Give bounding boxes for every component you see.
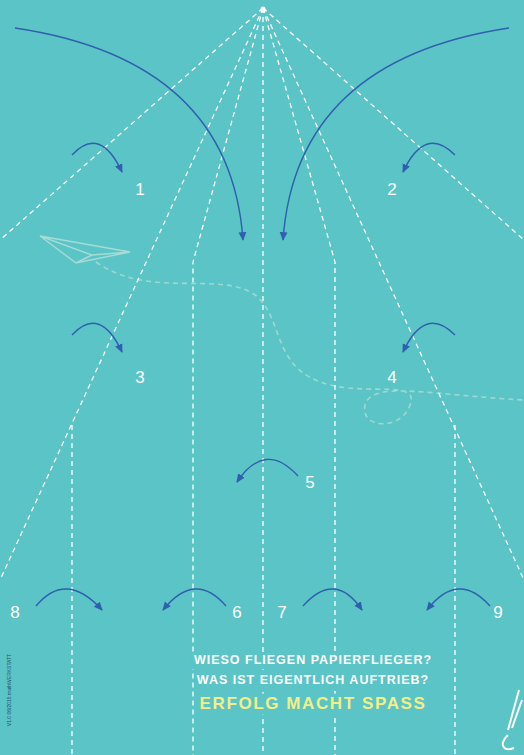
callout-number: 2: [387, 181, 396, 200]
version-note: V1.0 06/2015 mathWERKSTATT: [7, 654, 13, 726]
apex-dot: [261, 7, 266, 12]
flight-trail: [96, 262, 524, 424]
callout-number: 8: [10, 604, 19, 623]
callout-number: 5: [305, 474, 314, 493]
callout-number: 7: [277, 604, 286, 623]
paper-plane: [40, 236, 130, 263]
fold-lines: [0, 8, 524, 755]
question-line: WIESO FLIEGEN PAPIERFLIEGER?: [192, 653, 434, 669]
callout-number: 4: [387, 369, 396, 388]
callout-number: 9: [493, 604, 502, 623]
slogan: ERFOLG MACHT SPASS: [198, 694, 429, 715]
question-line: WAS IST EIGENTLICH AUFTRIEB?: [195, 673, 431, 689]
scissors-icon: [503, 690, 522, 749]
callout-number: 1: [135, 181, 144, 200]
fold-arrows: [15, 28, 509, 610]
callout-number: 3: [135, 369, 144, 388]
callout-number: 6: [232, 604, 241, 623]
